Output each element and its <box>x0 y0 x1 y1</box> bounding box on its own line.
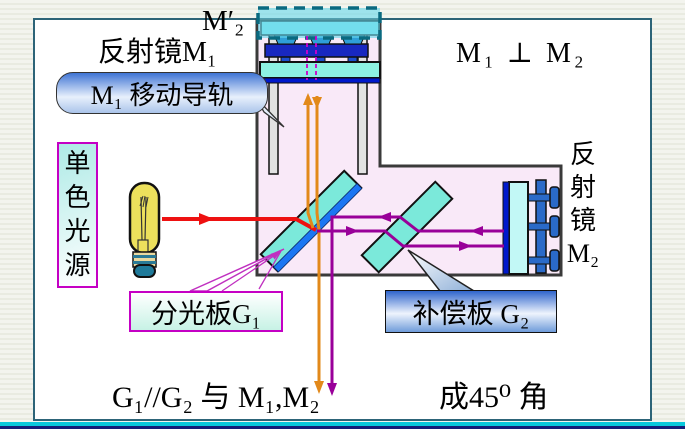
m1-mirror-glass <box>259 61 381 79</box>
bulb-glass <box>128 181 161 255</box>
beam-orange-m1 <box>303 93 324 394</box>
g1-label-text: 分光板G₁ <box>151 299 261 329</box>
source-char: 光 <box>64 217 91 246</box>
m2-knob <box>549 215 560 238</box>
purple-left-arrowhead <box>470 226 483 236</box>
bulb-filament-stem <box>140 196 147 241</box>
orange-exit-arrowhead <box>314 381 324 394</box>
m2-knob <box>549 249 560 272</box>
bottom-accent-cyan <box>0 422 685 426</box>
m2-mirror-glass <box>508 181 529 275</box>
purple-right-arrowhead <box>459 241 472 251</box>
source-char: 源 <box>64 251 91 280</box>
g1-callout-arrowhead <box>270 251 281 260</box>
red-arrowhead <box>199 213 214 225</box>
light-bulb <box>128 181 161 278</box>
m1-mirror-coating <box>259 77 381 84</box>
purple-right-arrowhead <box>346 226 359 236</box>
m2-label-char: M₂ <box>566 239 600 268</box>
compensator-plate-g2 <box>360 180 454 274</box>
label-virtual-m2: M′₂ <box>202 5 245 37</box>
g2-label-text: 补偿板 G₂ <box>412 299 530 329</box>
bulb-contact-cap <box>133 264 156 278</box>
label-compensator-g2: 补偿板 G₂ <box>385 290 557 333</box>
source-char: 色 <box>64 183 91 212</box>
callout-m1-rail-text: M₁ 移动导轨 <box>90 80 234 110</box>
m2-label-char: 镜 <box>569 206 596 235</box>
beam-red-source <box>162 213 317 232</box>
purple-left-arrowhead <box>378 212 391 222</box>
caption-45-degree: 成45⁰ 角 <box>439 381 549 414</box>
beam-purple-m2 <box>317 212 504 396</box>
orange-down-arrowhead <box>312 97 322 109</box>
caption-parallel-relation: G₁//G₂ 与 M₁,M₂ <box>112 381 320 414</box>
orange-up-arrowhead <box>303 93 313 105</box>
m2-knob <box>549 186 560 209</box>
g1-callout-lines <box>221 250 282 292</box>
bottom-accent-navy <box>0 426 685 429</box>
mirror-m2-assembly <box>502 179 560 275</box>
label-beam-splitter-g1: 分光板G₁ <box>129 291 283 332</box>
m2-label-char: 反 <box>569 140 596 169</box>
label-mirror-m1: 反射镜M₁ <box>98 37 217 68</box>
virtual-ray-dashes <box>306 36 317 80</box>
m2-mirror-coating <box>502 181 510 275</box>
purple-exit-arrowhead <box>327 383 337 396</box>
label-monochromatic-source: 单 色 光 源 <box>57 142 98 288</box>
m2-label-char: 射 <box>569 173 596 202</box>
source-char: 单 <box>64 149 91 178</box>
label-mirror-m2: 反 射 镜 M₂ <box>564 138 602 270</box>
bulb-filament-coil <box>139 195 149 208</box>
virtual-image-m2-box <box>256 6 382 40</box>
label-m1-perpendicular-m2: M₁ ⊥ M₂ <box>456 38 587 69</box>
callout-m1-rail: M₁ 移动导轨 <box>56 72 268 114</box>
